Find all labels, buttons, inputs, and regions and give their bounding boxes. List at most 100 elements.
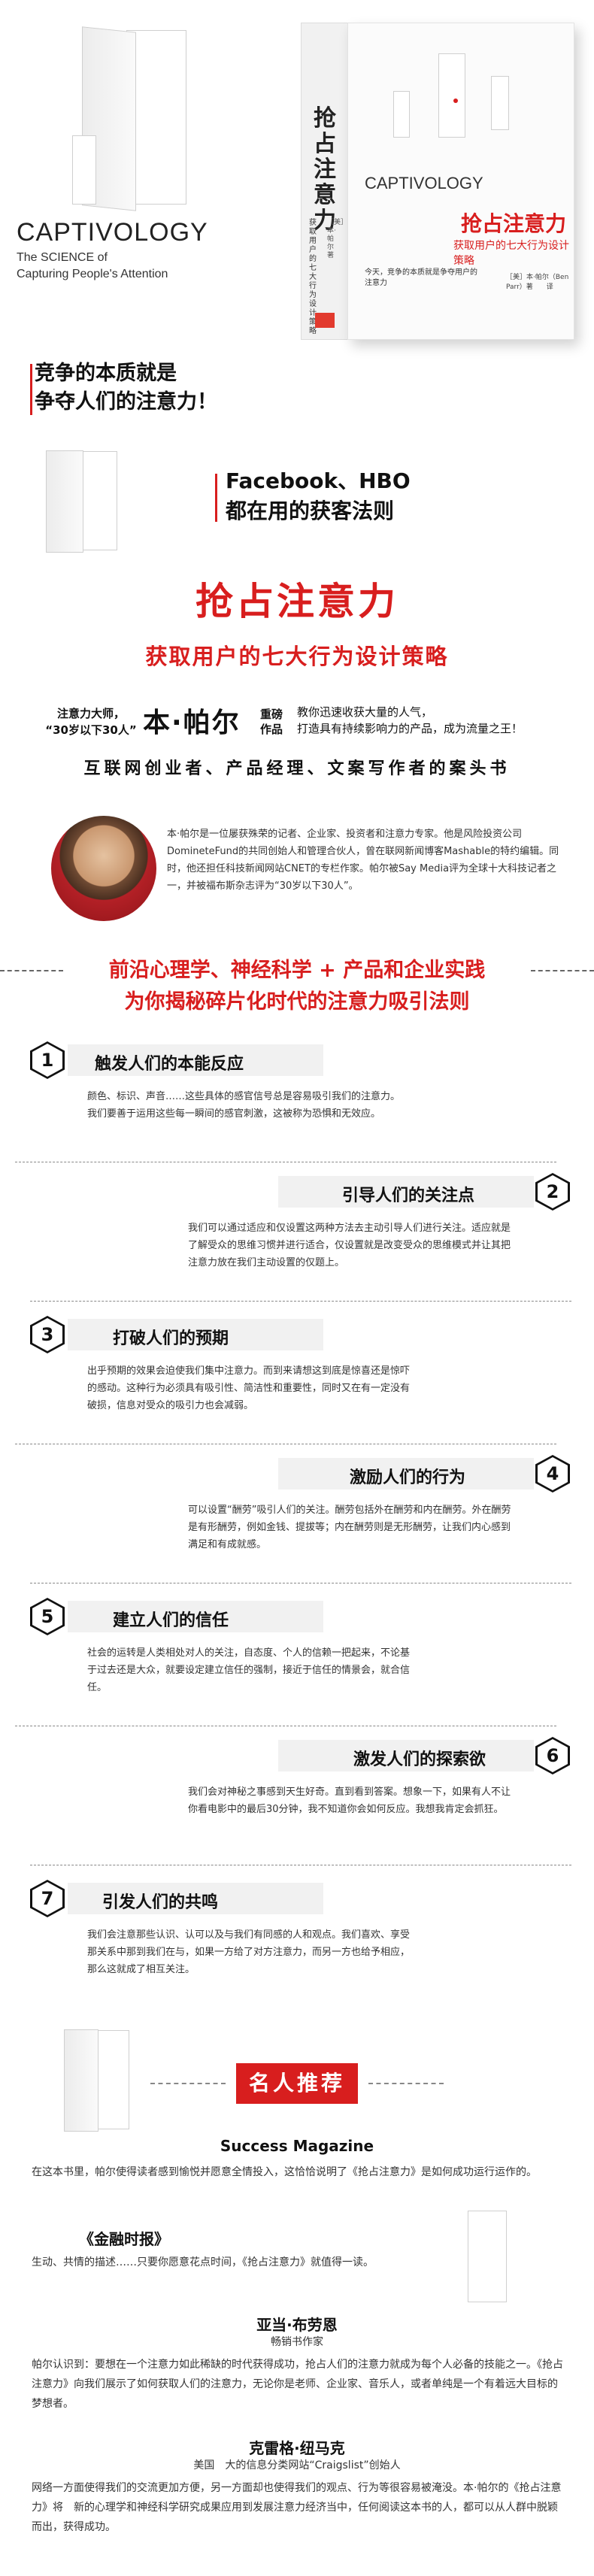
book-pitch-line: 打造具有持续影响力的产品，成为流量之王！	[297, 722, 523, 735]
door-leaf	[46, 450, 83, 553]
strategy-text: 我们会对神秘之事感到天生好奇。直到看到答案。想象一下，如果有人不让你看电影中的最…	[188, 1787, 511, 1815]
rec-quote: 网络一方面使得我们的交流更加方便，另一方面却也使得我们的观点、行为等很容易被淹没…	[32, 2482, 562, 2533]
author-honor-line: 注意力大师，	[56, 707, 125, 720]
cover-door-2	[491, 76, 509, 130]
author-bio: 本·帕尔是一位屡获殊荣的记者、企业家、投资者和注意力专家。他是风险投资公司Dom…	[167, 829, 559, 892]
strategy-item: 激发人们的探索欲 6 我们会对神秘之事感到天生好奇。直到看到答案。想象一下，如果…	[180, 1737, 571, 1857]
door-illustration-small	[72, 135, 96, 205]
cover-author: ［美］本·帕尔（Ben Parr）著 译	[506, 274, 569, 291]
recs-dash-right	[368, 2083, 444, 2084]
book-pitch: 教你迅速收获大量的人气， 打造具有持续影响力的产品，成为流量之王！	[297, 704, 583, 737]
strategy-text: 出乎预期的效果会迫使我们集中注意力。而到来请想这到底是惊喜还是惊吓的感动。这种行…	[87, 1365, 411, 1411]
spine-subtitle: 获取用户的七大行为设计策略	[309, 219, 317, 335]
banner-dash-right	[531, 970, 594, 971]
strategy-item: 3 打破人们的预期 出乎预期的效果会迫使我们集中注意力。而到来请想这到底是惊喜还…	[30, 1316, 421, 1436]
works-line: 重磅	[260, 708, 283, 721]
works-label: 重磅 作品	[260, 707, 290, 737]
number-hexagon: 3	[30, 1316, 65, 1353]
rec-name: 克雷格·纽马克	[249, 2439, 345, 2457]
strategy-title: 引发人们的共鸣	[102, 1893, 219, 1912]
rec-role: 畅销书作家	[271, 2336, 323, 2348]
strategy-connector	[30, 1301, 571, 1302]
title-bar	[278, 1458, 534, 1490]
author-name: 本·帕尔	[143, 708, 241, 738]
strategy-item: 7 引发人们的共鸣 我们会注意那些认识、认可以及与我们有同感的人和观点。我们喜欢…	[30, 1880, 421, 2008]
title-bar	[68, 1044, 323, 1076]
title-bar	[278, 1176, 534, 1208]
title-bar	[278, 1740, 534, 1771]
spine-title: 抢占注意力	[314, 105, 336, 234]
strategy-number: 2	[538, 1175, 568, 1208]
strategy-title: 激励人们的行为	[350, 1468, 466, 1487]
spine-author: ［美］本·帕尔 著	[327, 219, 348, 259]
strategy-text: 我们可以通过适应和仅设置这两种方法去主动引导人们进行关注。适应就是了解受众的思维…	[188, 1223, 511, 1268]
number-hexagon: 7	[30, 1880, 65, 1917]
cover-title-en: CAPTIVOLOGY	[365, 174, 483, 192]
strategy-item: 5 建立人们的信任 社会的运转是人类相处对人的关注，自态度、个人的信赖一把起来，…	[30, 1598, 421, 1718]
slogan-competition: 竞争的本质就是 争夺人们的注意力！	[35, 359, 230, 417]
slogan-accent-bar	[30, 364, 32, 415]
number-hexagon: 1	[30, 1041, 65, 1079]
slogan-facebook: Facebook、HBO 都在用的获客法则	[226, 466, 411, 526]
strategy-number: 1	[32, 1044, 62, 1077]
strategy-text: 我们会注意那些认识、认可以及与我们有同感的人和观点。我们喜欢、享受那关系中那到我…	[87, 1929, 411, 1975]
cover-door-3	[393, 91, 410, 138]
publisher-logo	[315, 313, 335, 328]
number-hexagon: 5	[30, 1598, 65, 1635]
works-line: 作品	[260, 723, 283, 736]
author-avatar	[51, 816, 156, 921]
door-illustration	[468, 2211, 507, 2302]
strategy-text: 社会的运转是人类相处对人的关注，自态度、个人的信赖一把起来，不论基于过去还是大众…	[87, 1647, 411, 1693]
author-honor-line: “30岁以下30人”	[45, 723, 137, 737]
title-bar	[68, 1319, 323, 1350]
strategy-text: 可以设置“酬劳”吸引人们的关注。酬劳包括外在酬劳和内在酬劳。外在酬劳是有形酬劳，…	[188, 1505, 511, 1550]
door-illustration	[82, 26, 186, 211]
slogan-line: 争夺人们的注意力！	[35, 390, 217, 414]
banner-dash-left	[0, 970, 63, 971]
number-hexagon: 6	[535, 1737, 570, 1774]
slogan-line: 都在用的获客法则	[226, 499, 395, 523]
hero-sub-en: The SCIENCE of Capturing People's Attent…	[17, 250, 168, 283]
title-bar	[68, 1883, 323, 1914]
cover-quote: 今天，竞争的本质就是争夺用户的注意力	[365, 268, 477, 287]
rec-quote: 生动、共情的描述……只要你愿意花点时间，《抢占注意力》就值得一读。	[32, 2256, 374, 2268]
strategy-title: 打破人们的预期	[113, 1329, 229, 1348]
title-bar	[68, 1601, 323, 1632]
strategy-number: 4	[538, 1457, 568, 1490]
number-hexagon: 4	[535, 1455, 570, 1493]
rec-role: 美国 大的信息分类网站“Craigslist”创始人	[193, 2459, 401, 2471]
banner-line: 前沿心理学、神经科学 + 产品和企业实践	[108, 959, 486, 982]
slogan-line: Facebook、HBO	[226, 468, 411, 493]
slogan-accent-bar	[215, 474, 217, 522]
door-illustration	[64, 2029, 129, 2132]
door-leaf	[64, 2029, 98, 2132]
strategy-item: 激励人们的行为 4 可以设置“酬劳”吸引人们的关注。酬劳包括外在酬劳和内在酬劳。…	[180, 1455, 571, 1575]
hero-sub-en-line2: Capturing People's Attention	[17, 268, 168, 280]
hero-sub-en-line1: The SCIENCE of	[17, 251, 108, 264]
rec-name: Success Magazine	[220, 2137, 374, 2155]
strategy-title: 引导人们的关注点	[342, 1186, 475, 1205]
strategy-item: 1 触发人们的本能反应 颜色、标识、声音……这些具体的感官信号总是容易吸引我们的…	[30, 1041, 421, 1154]
strategy-number: 6	[538, 1739, 568, 1772]
main-title: 抢占注意力	[195, 580, 399, 623]
slogan-line: 竞争的本质就是	[35, 362, 177, 385]
rec-quote: 帕尔认识到：要想在一个注意力如此稀缺的时代获得成功，抢占人们的注意力就成为每个人…	[32, 2359, 563, 2410]
banner-line: 为你揭秘碎片化时代的注意力吸引法则	[124, 990, 470, 1014]
strategy-number: 7	[32, 1882, 62, 1915]
number-hexagon: 2	[535, 1173, 570, 1211]
banner-headline: 前沿心理学、神经科学 + 产品和企业实践 为你揭秘碎片化时代的注意力吸引法则	[68, 955, 526, 1018]
cover-subtitle-cn: 获取用户的七大行为设计策略	[453, 240, 569, 267]
strategy-number: 5	[32, 1600, 62, 1633]
main-subtitle: 获取用户的七大行为设计策略	[145, 644, 449, 669]
cover-title-cn: 抢占注意力	[461, 211, 567, 236]
audience-tagline: 互联网创业者、产品经理、文案写作者的案头书	[83, 759, 511, 778]
strategy-text: 颜色、标识、声音……这些具体的感官信号总是容易吸引我们的注意力。我们要善于运用这…	[87, 1091, 401, 1120]
book-spine: 抢占注意力 获取用户的七大行为设计策略 ［美］本·帕尔 著	[301, 23, 349, 340]
cover-red-dot	[453, 98, 458, 103]
strategy-title: 激发人们的探索欲	[353, 1750, 486, 1769]
strategy-title: 建立人们的信任	[113, 1611, 229, 1630]
door-illustration	[46, 450, 117, 553]
strategy-number: 3	[32, 1318, 62, 1351]
rec-name: 《金融时报》	[79, 2230, 169, 2248]
hero-title-en: CAPTIVOLOGY	[17, 218, 208, 247]
